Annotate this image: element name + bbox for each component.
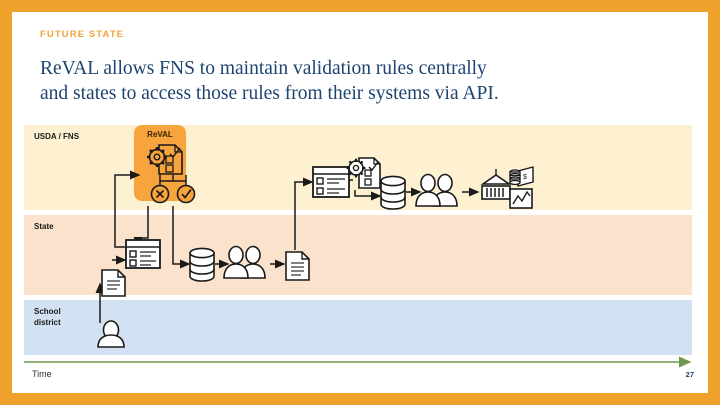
form-window-icon: [125, 239, 161, 269]
person-icon: [97, 320, 125, 348]
document-icon: [285, 251, 310, 281]
reval-branch-connector: [159, 175, 187, 186]
headline-line-2: and states to access those rules from th…: [40, 83, 499, 104]
connector-approve-to-db: [172, 206, 191, 269]
swimlane-label-state: State: [34, 222, 54, 231]
two-people-icon: [415, 173, 458, 207]
database-icon: [380, 175, 406, 210]
svg-text:$: $: [523, 174, 527, 181]
page-title: ReVAL allows FNS to maintain validation …: [40, 56, 680, 106]
process-flow-diagram: $: [24, 144, 692, 368]
reject-circle-icon: [150, 184, 170, 204]
headline-line-1: ReVAL allows FNS to maintain validation …: [40, 58, 487, 79]
slide-eyebrow: FUTURE STATE: [40, 29, 125, 40]
slide-canvas: FUTURE STATE ReVAL allows FNS to maintai…: [12, 12, 708, 393]
connector-gear-to-db: [354, 190, 382, 201]
time-axis-label: Time: [32, 369, 52, 379]
gear-document-icon: [346, 157, 381, 189]
connector-state-doc-to-usda-form: [294, 177, 314, 250]
database-icon: [189, 247, 215, 282]
two-people-icon: [223, 245, 266, 279]
form-window-icon: [312, 166, 350, 198]
money-stack-icon: $: [509, 166, 534, 187]
government-building-icon: [480, 169, 512, 200]
page-number: 27: [685, 370, 694, 379]
swimlane-label-usda: USDA / FNS: [34, 132, 80, 141]
line-chart-icon: [509, 188, 533, 209]
document-icon: [101, 269, 126, 297]
approve-circle-icon: [176, 184, 196, 204]
reval-gear-document-icon: [147, 144, 183, 175]
reval-label: ReVAL: [147, 130, 173, 139]
connector-state-to-reval: [114, 170, 141, 248]
swimlane-state: State: [24, 215, 692, 295]
connector-lines: [95, 170, 480, 323]
